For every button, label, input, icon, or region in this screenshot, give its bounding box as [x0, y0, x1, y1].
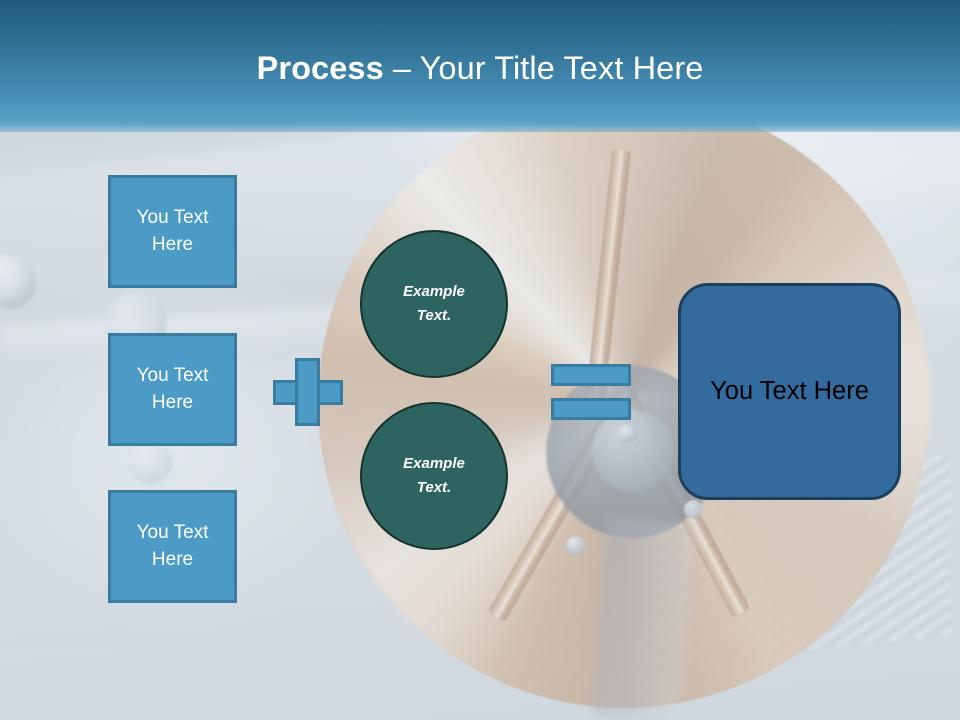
input-box-2-line1: You Text: [136, 364, 209, 386]
result-box-label: You Text Here: [710, 377, 869, 405]
input-box-2-line2: Here: [151, 391, 194, 413]
example-circle-1-line1: Example: [403, 282, 465, 300]
input-box-3-line1: You Text: [136, 521, 209, 543]
example-circle-2-line2: Text.: [416, 479, 452, 496]
example-circle-2-text: Example Text.: [403, 452, 465, 501]
page-title: Process – Your Title Text Here: [0, 50, 960, 87]
input-box-1[interactable]: You Text Here: [108, 175, 237, 288]
result-box[interactable]: You Text Here: [678, 283, 901, 500]
equals-bottom-bar: [551, 398, 631, 420]
input-box-3-text: You Text Here: [137, 520, 209, 574]
input-box-2-text: You Text Here: [137, 363, 209, 417]
input-box-3[interactable]: You Text Here: [108, 490, 237, 603]
example-circle-2-line1: Example: [403, 454, 465, 472]
plus-center-patch: [298, 383, 317, 402]
slide-header-band: Process – Your Title Text Here: [0, 0, 960, 132]
input-box-2[interactable]: You Text Here: [108, 333, 237, 446]
input-box-1-text: You Text Here: [137, 205, 209, 259]
example-circle-1[interactable]: Example Text.: [360, 230, 508, 378]
input-box-1-line2: Here: [151, 233, 194, 255]
page-title-separator: –: [383, 50, 420, 86]
example-circle-1-text: Example Text.: [403, 280, 465, 329]
page-title-bold: Process: [256, 50, 384, 86]
page-title-rest: Your Title Text Here: [419, 50, 704, 86]
input-box-3-line2: Here: [151, 548, 194, 570]
equals-top-bar: [551, 364, 631, 386]
example-circle-2[interactable]: Example Text.: [360, 402, 508, 550]
equals-sign-icon: [551, 364, 631, 420]
example-circle-1-line2: Text.: [416, 307, 452, 324]
input-box-1-line1: You Text: [136, 206, 209, 228]
plus-sign-icon: [273, 358, 343, 426]
